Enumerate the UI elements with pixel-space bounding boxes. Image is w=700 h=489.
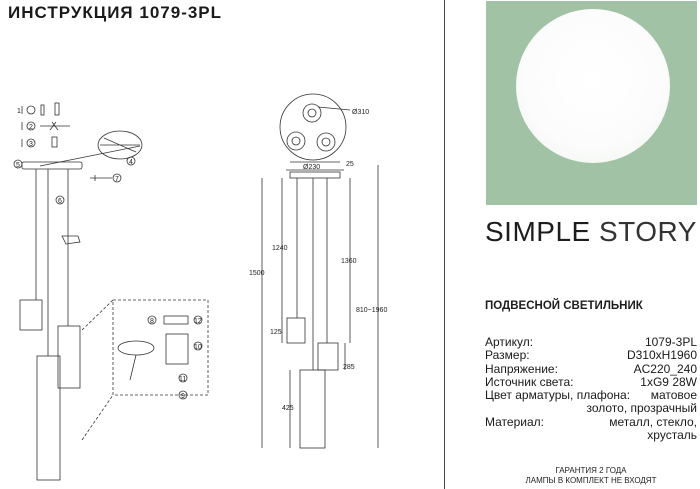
spec-value: 1079-3PL bbox=[644, 335, 697, 349]
dim-top-diameter: Ø310 bbox=[352, 109, 369, 116]
dim-total-length: 1500 bbox=[249, 270, 265, 277]
specs-list: Артикул: 1079-3PL Размер: D310xH1960 Нап… bbox=[485, 335, 697, 443]
page-divider bbox=[444, 0, 445, 489]
spec-value: AC220_240 bbox=[633, 361, 697, 376]
callout-11: 11 bbox=[179, 376, 186, 383]
dim-mid-shade: 285 bbox=[343, 364, 355, 371]
spec-label: Цвет арматуры, плафона: bbox=[485, 388, 631, 403]
spec-value: 1xG9 28W bbox=[640, 374, 697, 389]
dim-canopy-diameter: Ø230 bbox=[303, 164, 320, 171]
dim-cable-2: 1360 bbox=[341, 258, 357, 265]
spec-value: D310xH1960 bbox=[626, 348, 697, 363]
callout-7: 7 bbox=[115, 176, 119, 183]
spec-value-continued: хрусталь bbox=[647, 428, 697, 443]
callout-12: 12 bbox=[194, 318, 202, 325]
dim-cable-1: 1240 bbox=[272, 245, 288, 252]
spec-label: Артикул: bbox=[485, 335, 534, 349]
warranty-footer: ГАРАНТИЯ 2 ГОДА ЛАМПЫ В КОМПЛЕКТ НЕ ВХОД… bbox=[485, 466, 697, 486]
dim-canopy-height: 25 bbox=[346, 161, 354, 168]
warranty-text: ГАРАНТИЯ 2 ГОДА bbox=[555, 466, 627, 475]
product-type: ПОДВЕСНОЙ СВЕТИЛЬНИК bbox=[485, 300, 643, 312]
callout-3: 3 bbox=[29, 141, 33, 148]
callout-2: 2 bbox=[29, 124, 33, 131]
technical-drawing: 1 2 3 4 5 6 7 8 9 10 11 12 Ø310 Ø230 25 … bbox=[13, 93, 387, 481]
brand-name: SIMPLE STORY bbox=[485, 216, 697, 248]
spec-row: Напряжение: AC220_240 bbox=[485, 361, 697, 376]
brand-word-1: SIMPLE bbox=[485, 216, 591, 247]
callout-9: 9 bbox=[181, 393, 185, 400]
spec-label: Размер: bbox=[485, 348, 530, 363]
spec-value: металл, стекло, bbox=[609, 414, 697, 429]
dim-small-shade: 125 bbox=[270, 329, 282, 336]
spec-row: Материал: металл, стекло, bbox=[485, 414, 697, 429]
spec-row: Источник света: 1xG9 28W bbox=[485, 374, 697, 389]
callout-8: 8 bbox=[150, 318, 154, 325]
callout-10: 10 bbox=[194, 344, 202, 351]
callout-1: 1 bbox=[17, 108, 21, 115]
spec-label: Напряжение: bbox=[485, 361, 558, 376]
callout-4: 4 bbox=[129, 159, 133, 166]
dim-range: 810~1960 bbox=[356, 307, 387, 314]
spec-row: Цвет арматуры, плафона: матовое bbox=[485, 388, 697, 403]
callout-5: 5 bbox=[16, 162, 20, 169]
brand-word-2: STORY bbox=[598, 216, 697, 247]
spec-label: Материал: bbox=[485, 414, 544, 429]
spec-row: Артикул: 1079-3PL bbox=[485, 335, 697, 349]
spec-label: Источник света: bbox=[485, 374, 574, 389]
bulbs-note: ЛАМПЫ В КОМПЛЕКТ НЕ ВХОДЯТ bbox=[525, 476, 657, 485]
brand-circle bbox=[516, 9, 670, 163]
spec-value: матовое bbox=[650, 388, 697, 403]
dim-long-shade: 425 bbox=[282, 405, 294, 412]
spec-row: Размер: D310xH1960 bbox=[485, 348, 697, 363]
spec-value-continued: золото, прозрачный bbox=[586, 401, 697, 416]
brand-panel bbox=[486, 1, 697, 205]
document-title: ИНСТРУКЦИЯ 1079-3PL bbox=[8, 3, 223, 22]
callout-6: 6 bbox=[58, 198, 62, 205]
